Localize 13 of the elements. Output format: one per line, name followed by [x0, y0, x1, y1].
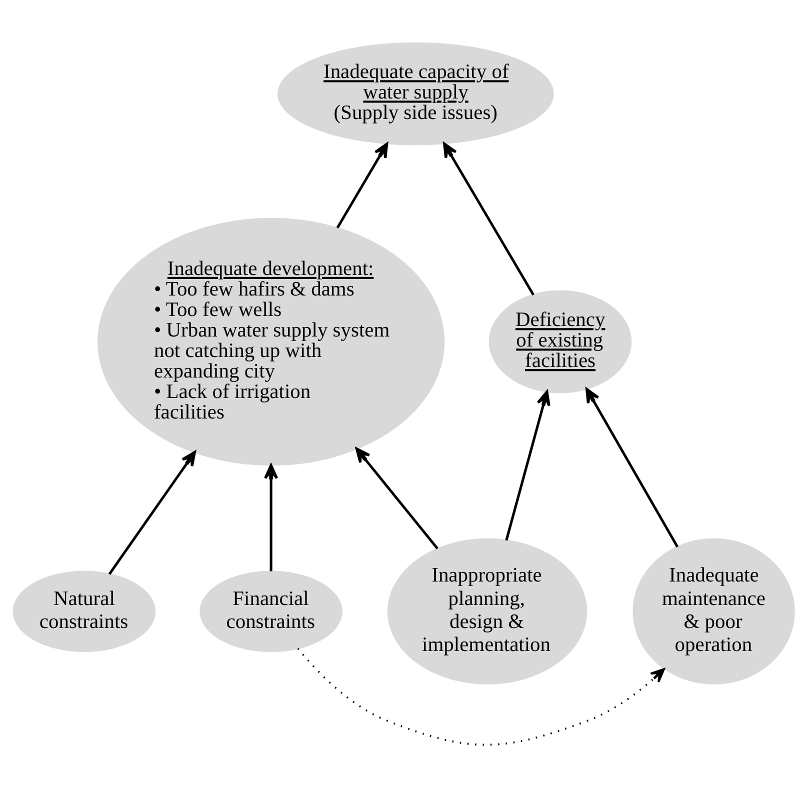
arrow: [505, 390, 550, 540]
node-ellipse: Deficiency of existing facilities: [488, 290, 632, 393]
node-ellipse: Inadequate capacity of water supply (Supply side issues): [278, 42, 554, 145]
node-ellipse: Inappropriate planning, design & implementation: [387, 538, 588, 684]
arrow: [108, 450, 196, 574]
arrow: [336, 142, 388, 228]
node-ellipse: Financial constraints: [200, 570, 342, 652]
arrow: [586, 387, 679, 547]
arrow: [443, 142, 534, 296]
arrow: [355, 447, 438, 549]
arrow: [297, 647, 665, 746]
arrow: [264, 464, 278, 571]
node-ellipse: Natural constraints: [12, 570, 156, 652]
